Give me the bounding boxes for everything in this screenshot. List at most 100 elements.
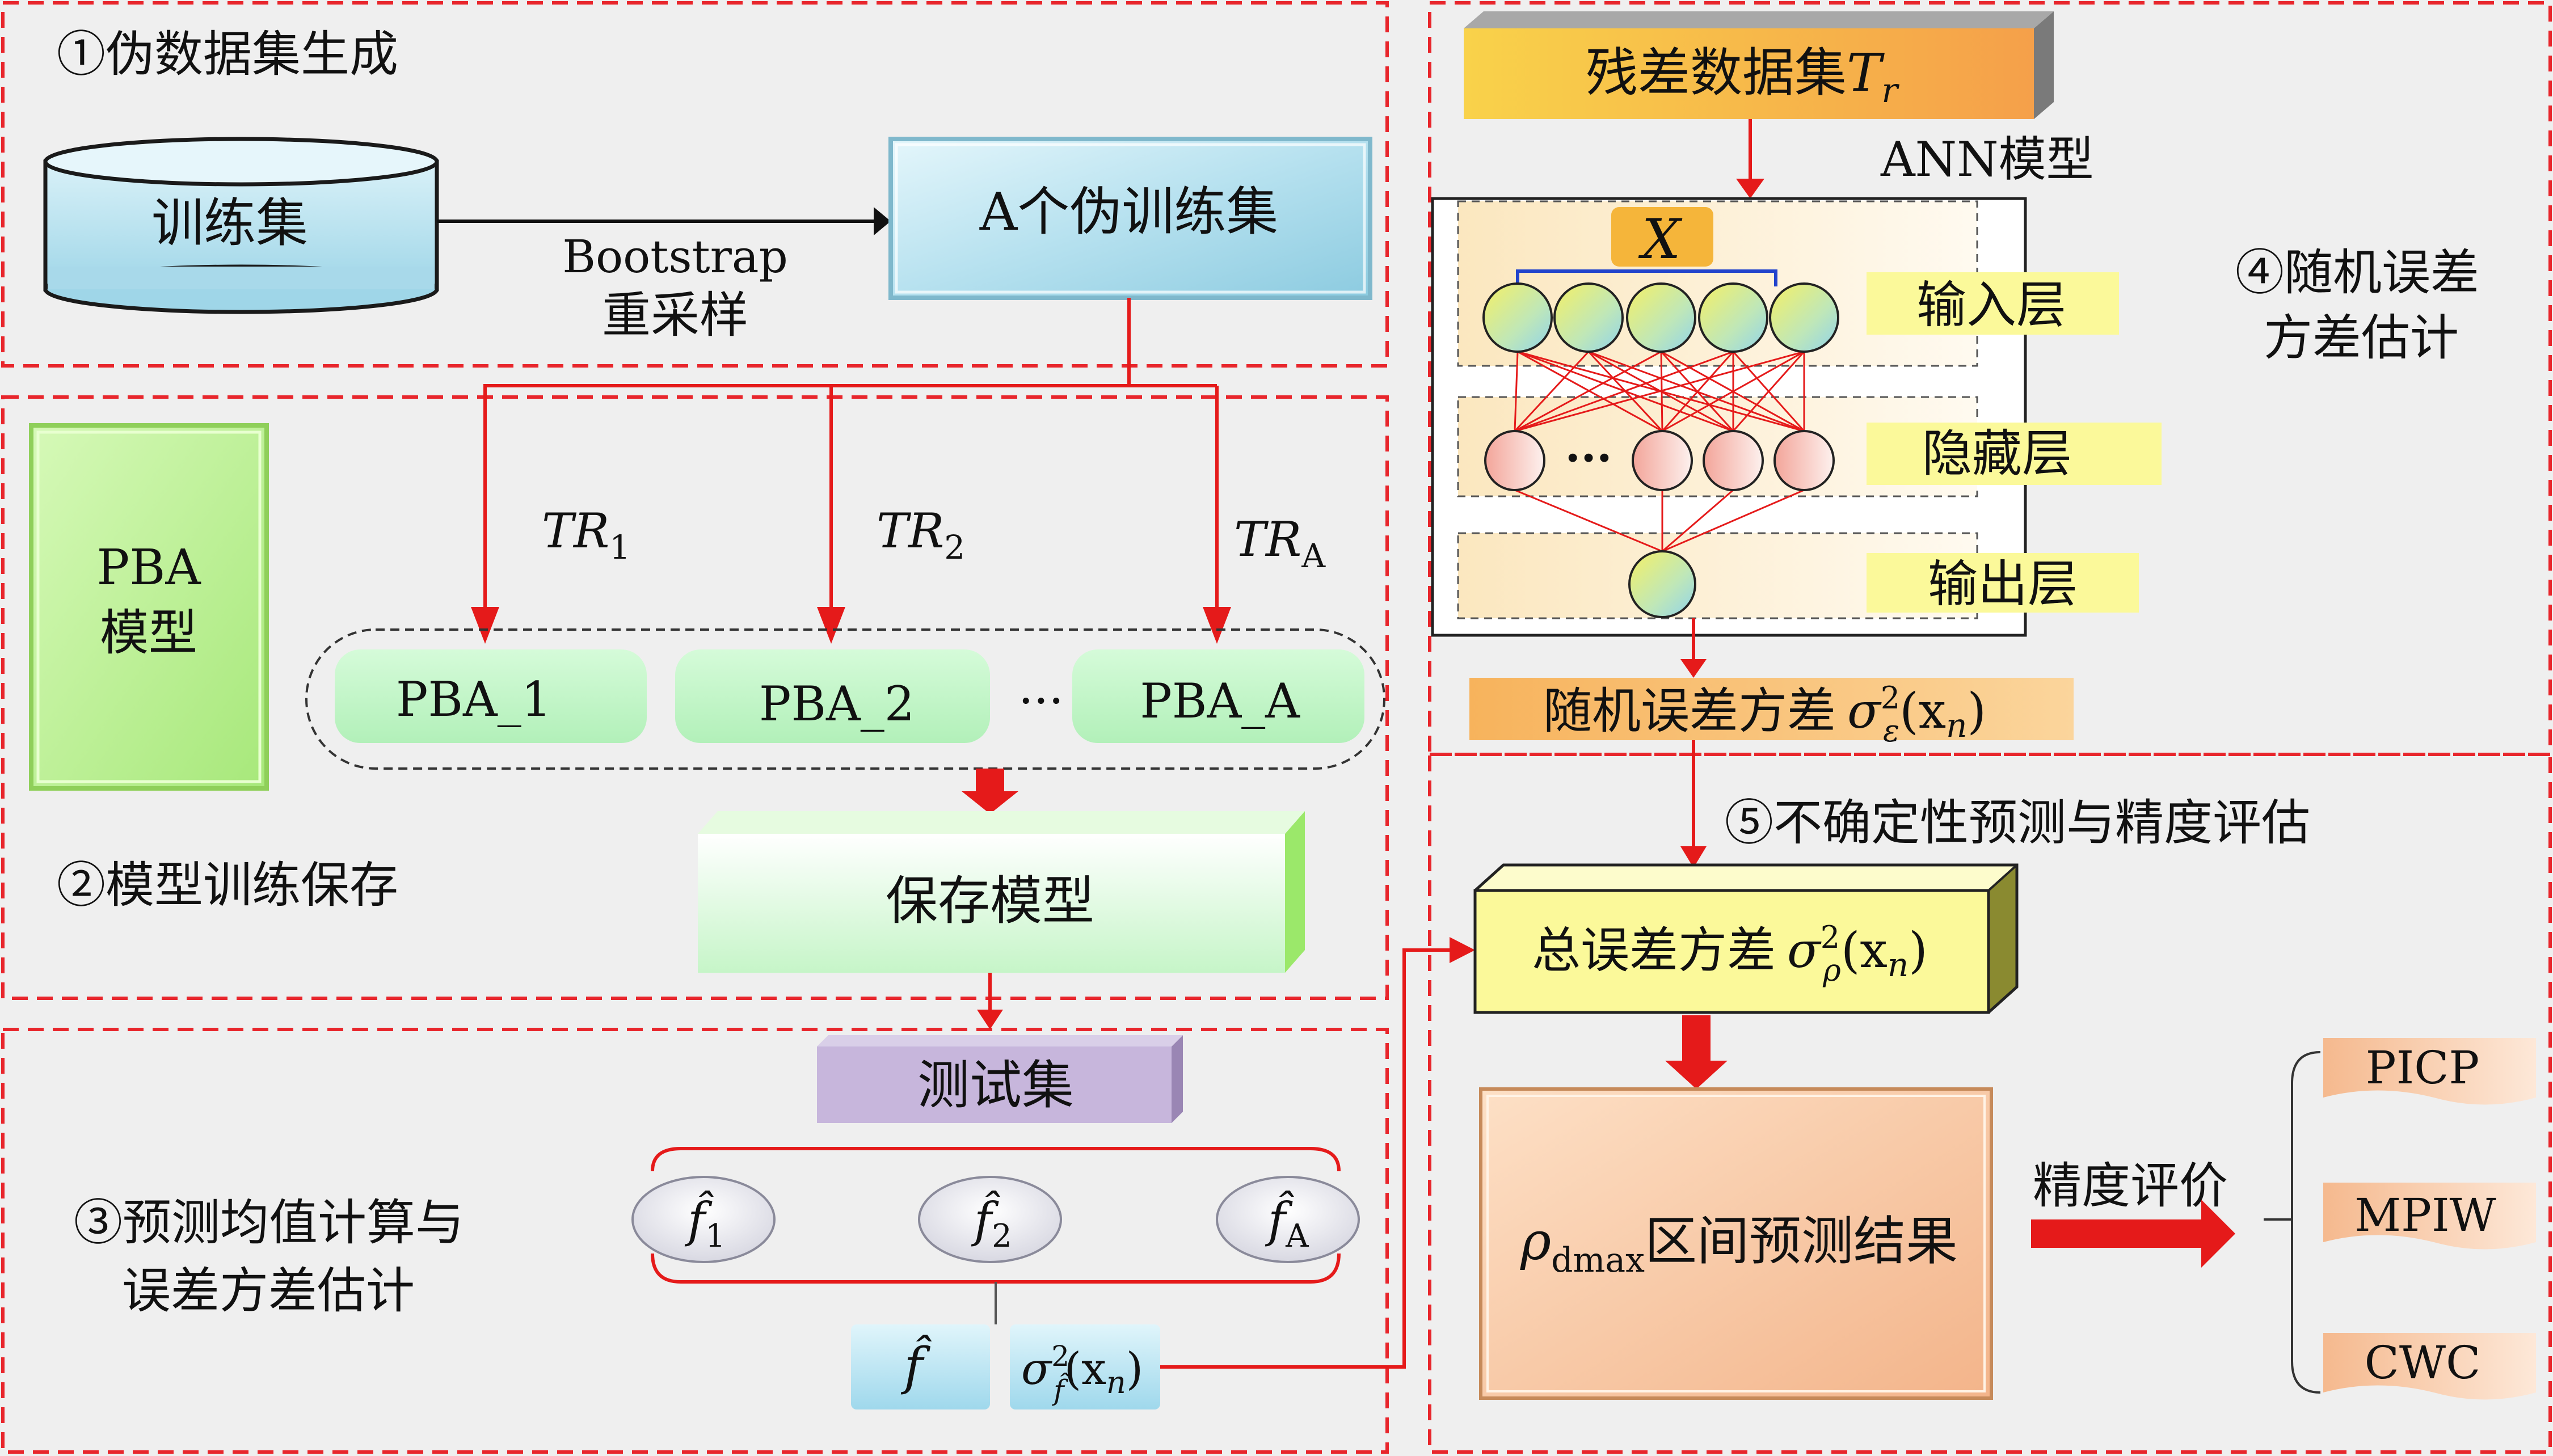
ih-connection-16 [1514, 351, 1805, 432]
pba-1-box [335, 649, 647, 743]
model-variance-box [1010, 1324, 1160, 1409]
hidden-layer-label: 隐藏层 [1922, 424, 2072, 483]
section-2-border [1, 395, 1389, 1000]
section-3-title-line2: 误差方差估计 [122, 1263, 415, 1319]
mpiw-label: MPIW [2354, 1189, 2496, 1242]
cwc-flag [2323, 1333, 2536, 1400]
hidden-output-connections [1514, 489, 1805, 552]
section-2-title: ②模型训练保存 [57, 857, 398, 914]
mean-prediction-box [851, 1324, 990, 1409]
test-set-box: 测试集 [817, 1035, 1183, 1123]
hidden-node-3 [1703, 430, 1764, 491]
metrics-bracket [2291, 1051, 2321, 1394]
f-hat-A-node [1216, 1176, 1360, 1263]
pba-A-label: PBA_A [1140, 673, 1300, 729]
ho-connection-3 [1662, 489, 1805, 552]
picp-flag [2323, 1038, 2536, 1105]
output-layer-label: 输出层 [1928, 555, 2078, 613]
bootstrap-label: Bootstrap [562, 230, 788, 283]
mpiw-flag [2323, 1183, 2536, 1250]
interval-result-box: ρdmax区间预测结果 [1479, 1087, 1993, 1400]
input-layer-tag [1867, 272, 2119, 335]
input-brace [1516, 269, 1777, 286]
input-node-5 [1769, 282, 1839, 353]
pseudo-training-sets-box: A个伪训练集 [888, 137, 1372, 300]
interval-down-arrow [1665, 1015, 1728, 1089]
f-hat-1-node [631, 1176, 776, 1263]
ih-connection-18 [1732, 351, 1805, 432]
pba-model-box: PBA 模型 [29, 423, 269, 791]
tr-label-2: TR2 [877, 503, 965, 567]
input-X-box [1611, 207, 1713, 267]
tr-label-1: TR1 [542, 503, 630, 567]
tr-label-A: TRA [1234, 512, 1326, 575]
ih-connection-4 [1514, 351, 1590, 432]
hidden-node-4 [1773, 430, 1835, 491]
training-set-label: 训练集 [151, 193, 308, 254]
f-hat-2-node [918, 1176, 1062, 1263]
ih-connection-17 [1662, 351, 1805, 432]
hidden-layer-tag [1867, 423, 2162, 485]
ann-model-label: ANN模型 [1880, 132, 2094, 187]
ih-connection-12 [1514, 351, 1734, 432]
section-4-title-line1: ④随机误差 [2235, 244, 2479, 301]
save-down-arrow [962, 769, 1018, 814]
section-1-title: ①伪数据集生成 [57, 26, 398, 83]
residual-dataset-label: 残差数据集Tr [1586, 43, 1899, 111]
input-node-2 [1553, 282, 1624, 353]
hidden-node-2 [1632, 430, 1693, 491]
ih-connection-0 [1514, 351, 1519, 432]
ih-connection-8 [1514, 351, 1662, 432]
section-3-border [1, 1028, 1389, 1454]
save-model-box: 保存模型 [698, 811, 1305, 973]
section-3-title-line1: ③预测均值计算与 [74, 1195, 464, 1251]
pba-2-label: PBA_2 [759, 676, 915, 732]
input-hidden-connections [1514, 351, 1805, 432]
interval-result-label: ρdmax区间预测结果 [1520, 1211, 1958, 1280]
distribution-connectors [483, 298, 1219, 630]
input-X-label: X [1638, 208, 1683, 271]
pba-group-outline [305, 628, 1385, 770]
hidden-node-1 [1484, 430, 1545, 491]
arrowhead-pbaA [1203, 607, 1231, 644]
pba-ellipsis: ··· [1018, 673, 1064, 729]
variance-to-total-connector [1160, 948, 1458, 1369]
arrowhead-pba1 [471, 607, 499, 644]
section-5-title: ⑤不确定性预测与精度评估 [1725, 795, 2310, 851]
pba-2-box [675, 649, 990, 743]
pba-model-label-line1: PBA [96, 539, 201, 596]
section-5-border [1428, 753, 2552, 1454]
precision-eval-arrow [2031, 1200, 2235, 1268]
ih-connection-13 [1661, 351, 1734, 432]
input-layer-label: 输入层 [1916, 276, 2066, 334]
input-node-3 [1626, 282, 1696, 353]
hidden-ellipsis: ··· [1565, 431, 1612, 484]
arrowhead-test [977, 1010, 1003, 1029]
output-node [1628, 550, 1696, 618]
ho-connection-0 [1514, 489, 1663, 552]
pba-model-label-line2: 模型 [100, 605, 197, 661]
upper-brace [651, 1147, 1341, 1172]
ih-connection-1 [1517, 351, 1663, 432]
resampling-label: 重采样 [602, 287, 748, 344]
pba-A-box [1072, 649, 1364, 743]
input-node-1 [1482, 282, 1553, 353]
section-4-title-line2: 方差估计 [2264, 310, 2459, 366]
ho-connection-2 [1662, 489, 1734, 552]
residual-dataset-box: 残差数据集Tr [1464, 11, 2054, 119]
pseudo-training-sets-label: A个伪训练集 [979, 182, 1278, 242]
random-variance-bar [1469, 678, 2074, 740]
output-layer-tag [1867, 553, 2139, 613]
training-set-cylinder: 训练集 [43, 137, 439, 314]
f-hat-2-label: f̂2 [971, 1191, 1012, 1255]
cwc-label: CWC [2365, 1336, 2481, 1389]
pba-1-label: PBA_1 [396, 672, 551, 727]
input-node-4 [1698, 282, 1768, 353]
arrowhead-pba2 [817, 607, 845, 644]
save-model-label: 保存模型 [886, 871, 1094, 931]
